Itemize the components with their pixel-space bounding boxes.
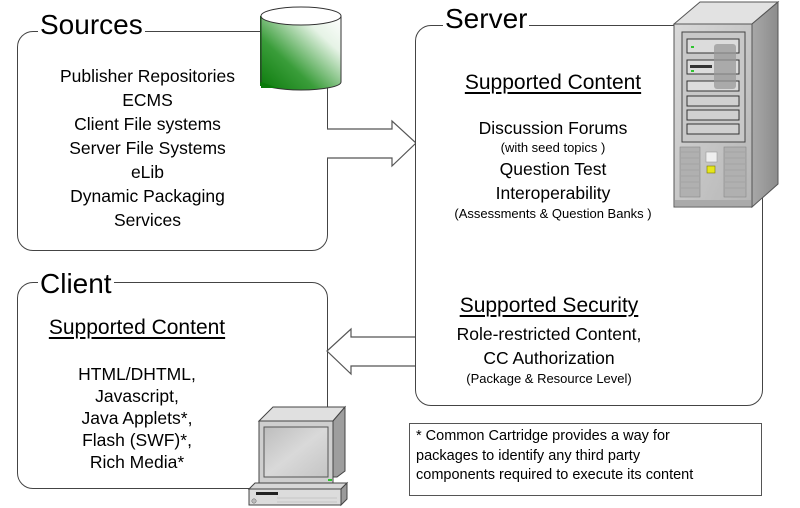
arrow-right-icon xyxy=(327,119,417,168)
server-security-item: Role-restricted Content, xyxy=(456,324,642,344)
database-cylinder-icon xyxy=(260,6,342,91)
client-content-section: Supported Content HTML/DHTML, Javascript… xyxy=(26,315,248,473)
sources-item: Publisher Repositories xyxy=(59,66,236,86)
footnote-box: * Common Cartridge provides a way for pa… xyxy=(409,423,762,496)
sources-item: Server File Systems xyxy=(69,138,226,158)
sources-item: Dynamic Packaging xyxy=(70,186,225,206)
footnote-line: packages to identify any third party xyxy=(416,447,641,464)
client-content-heading: Supported Content xyxy=(48,316,226,339)
arrow-left-icon xyxy=(326,327,415,376)
server-content-item: Question Test xyxy=(499,159,607,179)
sources-item: Services xyxy=(113,210,182,230)
server-content-item: Interoperability xyxy=(495,183,611,203)
server-tower-icon xyxy=(672,0,780,209)
client-content-item: Flash (SWF)*, xyxy=(82,430,192,450)
sources-item: ECMS xyxy=(122,90,173,110)
server-security-item: CC Authorization xyxy=(483,348,615,368)
desktop-computer-icon xyxy=(247,405,349,507)
sources-list: Publisher Repositories ECMS Client File … xyxy=(20,64,275,232)
client-content-item: Java Applets*, xyxy=(81,408,193,428)
server-content-item: Discussion Forums xyxy=(478,118,628,138)
footnote-line: * Common Cartridge provides a way for xyxy=(416,428,670,444)
client-content-item: Javascript, xyxy=(95,386,179,406)
server-security-section: Supported Security Role-restricted Conte… xyxy=(430,293,668,388)
sources-title: Sources xyxy=(38,9,145,40)
server-content-item: (with seed topics ) xyxy=(500,140,606,155)
footnote-line: components required to execute its conte… xyxy=(416,467,694,483)
server-content-item: (Assessments & Question Banks ) xyxy=(454,206,652,221)
sources-item: eLib xyxy=(130,162,165,182)
sources-item: Client File systems xyxy=(74,114,221,134)
client-content-item: HTML/DHTML, xyxy=(78,364,196,384)
server-content-heading: Supported Content xyxy=(464,71,642,94)
server-title: Server xyxy=(443,3,530,34)
client-title: Client xyxy=(38,268,114,299)
client-content-item: Rich Media* xyxy=(89,452,185,472)
server-security-item: (Package & Resource Level) xyxy=(466,371,632,386)
server-security-heading: Supported Security xyxy=(459,294,639,317)
server-content-section: Supported Content Discussion Forums (wit… xyxy=(418,70,688,223)
